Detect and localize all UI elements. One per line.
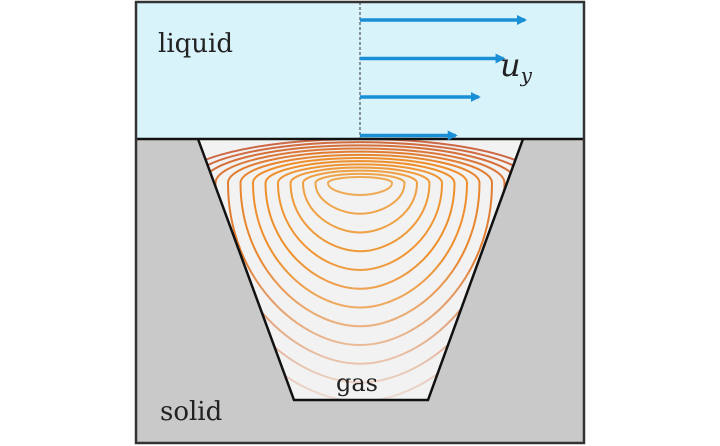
velocity-symbol: u bbox=[500, 46, 521, 84]
cavity-wall-outline bbox=[196, 138, 525, 402]
liquid-label: liquid bbox=[158, 29, 233, 59]
velocity-arrows bbox=[360, 15, 527, 141]
velocity-label: uy bbox=[500, 46, 533, 87]
gas-label: gas bbox=[336, 369, 378, 397]
velocity-subscript: y bbox=[520, 63, 533, 87]
solid-label: solid bbox=[160, 397, 222, 427]
